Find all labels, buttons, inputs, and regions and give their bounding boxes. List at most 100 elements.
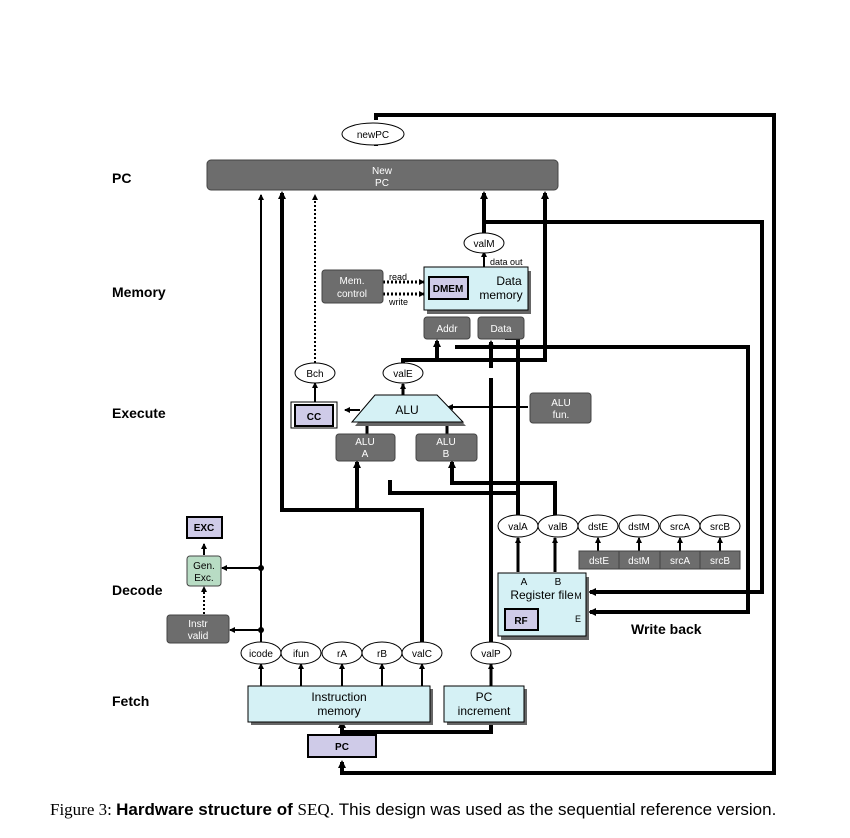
cc-block: CC — [290, 401, 338, 429]
data-out-label: data out — [490, 257, 523, 267]
signal-vale: valE — [382, 362, 424, 384]
box-srca: srcA — [670, 556, 690, 567]
write-back-label: Write back — [631, 621, 702, 637]
signal-valp: valP — [470, 641, 512, 665]
alu-b-block: ALU B — [415, 433, 478, 462]
stage-label-pc: PC — [112, 170, 131, 186]
svg-text:srcA: srcA — [670, 522, 690, 533]
svg-text:PC: PC — [476, 690, 493, 704]
wire-pc-pcinc — [342, 722, 493, 734]
wire-valb-alub — [448, 460, 557, 516]
svg-text:memory: memory — [317, 704, 360, 718]
signal-newpc: newPC — [341, 122, 405, 146]
svg-text:PC: PC — [375, 178, 389, 189]
svg-text:B: B — [443, 449, 450, 460]
svg-text:New: New — [372, 166, 393, 177]
register-file-block: A B Register file M E RF — [497, 572, 589, 640]
svg-text:srcB: srcB — [710, 522, 730, 533]
wire-vala-data — [505, 336, 520, 516]
addr-block: Addr — [423, 316, 471, 340]
caption-seq: SEQ — [297, 800, 330, 819]
svg-text:Register file: Register file — [510, 588, 574, 602]
svg-text:Data: Data — [490, 324, 512, 335]
signal-ifun: ifun — [280, 641, 322, 665]
svg-text:PC: PC — [335, 742, 349, 753]
pc-register-block: PC — [307, 734, 377, 758]
pc-increment-block: PC increment — [443, 685, 527, 725]
svg-text:valE: valE — [393, 369, 413, 380]
svg-text:Addr: Addr — [436, 324, 458, 335]
svg-text:icode: icode — [249, 649, 273, 660]
alu-block: ALU — [350, 394, 466, 426]
svg-text:EXC: EXC — [194, 523, 215, 534]
instruction-memory-block: Instruction memory — [247, 685, 433, 725]
signal-rb: rB — [361, 641, 403, 665]
signal-valb: valB — [537, 514, 579, 538]
svg-text:A: A — [521, 577, 528, 588]
svg-text:ALU: ALU — [551, 398, 570, 409]
svg-text:Bch: Bch — [306, 369, 323, 380]
svg-text:rA: rA — [337, 649, 347, 660]
stage-label-decode: Decode — [112, 582, 163, 598]
read-label: read — [389, 272, 407, 282]
svg-text:dstM: dstM — [628, 522, 650, 533]
svg-text:rB: rB — [377, 649, 387, 660]
svg-text:valC: valC — [412, 649, 432, 660]
svg-text:Mem.: Mem. — [340, 276, 365, 287]
wire-vale-regE — [455, 345, 750, 616]
data-memory-block: DMEM Data memory — [423, 266, 531, 314]
stage-labels: PC Memory Execute Decode Fetch — [112, 170, 166, 709]
mem-control-block: Mem. control — [321, 269, 384, 304]
wire-vale-newpc — [401, 191, 549, 363]
signal-ra: rA — [321, 641, 363, 665]
box-dstm: dstM — [628, 556, 650, 567]
svg-text:DMEM: DMEM — [433, 284, 464, 295]
svg-text:ALU: ALU — [355, 437, 374, 448]
wire-valm-regM — [484, 220, 764, 596]
signal-dstm: dstM — [618, 514, 660, 538]
svg-text:control: control — [337, 289, 367, 300]
wire-valc-up — [278, 191, 424, 642]
wires — [201, 113, 776, 775]
rf-box — [504, 608, 539, 631]
svg-text:valid: valid — [188, 631, 209, 642]
svg-text:Exc.: Exc. — [194, 573, 213, 584]
dmem-box — [428, 276, 469, 300]
new-pc-block: New PC — [206, 159, 559, 191]
svg-text:valP: valP — [481, 649, 501, 660]
exc-block: EXC — [186, 516, 223, 539]
box-srcb: srcB — [710, 556, 730, 567]
signal-icode: icode — [240, 641, 282, 665]
box-dste: dstE — [589, 556, 609, 567]
svg-text:newPC: newPC — [357, 130, 389, 141]
svg-text:B: B — [555, 577, 562, 588]
svg-text:A: A — [362, 449, 369, 460]
write-label: write — [388, 297, 408, 307]
stage-label-fetch: Fetch — [112, 693, 149, 709]
svg-text:dstE: dstE — [588, 522, 608, 533]
figure-caption: Figure 3: Hardware structure of SEQ. Thi… — [50, 800, 850, 820]
signal-vala: valA — [497, 514, 539, 538]
caption-figure-number: Figure 3: — [50, 800, 117, 819]
signal-srca: srcA — [659, 514, 701, 538]
caption-title: Hardware structure of — [116, 800, 298, 819]
signal-valm: valM — [463, 232, 505, 254]
svg-text:ALU: ALU — [436, 437, 455, 448]
data-block: Data — [477, 316, 525, 340]
signal-valc: valC — [401, 641, 443, 665]
svg-text:ifun: ifun — [293, 649, 309, 660]
signal-srcb: srcB — [699, 514, 741, 538]
svg-text:Instr: Instr — [188, 619, 208, 630]
signal-dste: dstE — [577, 514, 619, 538]
wire-vala-alub — [388, 480, 520, 516]
svg-text:RF: RF — [514, 616, 527, 627]
svg-text:M: M — [574, 591, 582, 601]
svg-text:CC: CC — [307, 412, 321, 423]
caption-text: . This design was used as the sequential… — [329, 800, 777, 819]
svg-text:Gen.: Gen. — [193, 561, 215, 572]
svg-text:ALU: ALU — [395, 403, 418, 417]
svg-text:valB: valB — [548, 522, 568, 533]
stage-label-execute: Execute — [112, 405, 166, 421]
svg-text:valM: valM — [473, 239, 494, 250]
